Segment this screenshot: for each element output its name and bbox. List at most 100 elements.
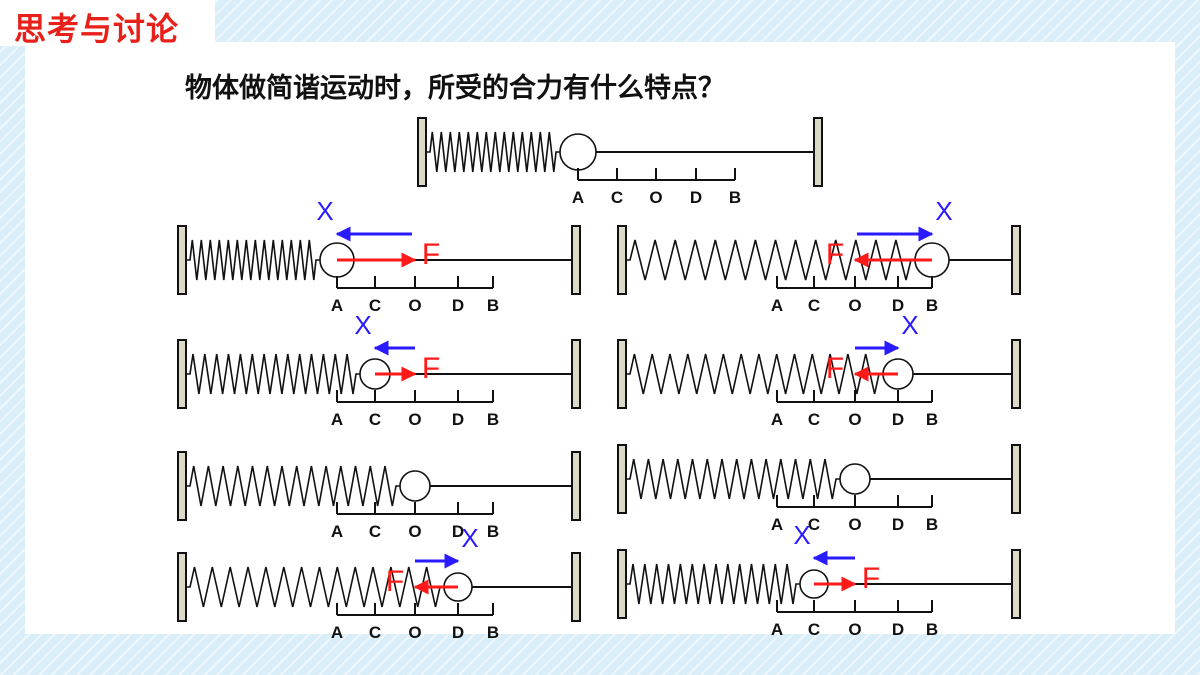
left-wall — [617, 444, 627, 514]
scale-label-d: D — [892, 296, 904, 315]
right-wall — [813, 117, 823, 187]
scale-label-o: O — [848, 296, 861, 315]
mass-ball — [839, 463, 871, 495]
scale-label-o: O — [408, 410, 421, 429]
scale-label-a: A — [771, 515, 783, 534]
spring-system-left-4: A C O D B F X — [177, 523, 581, 642]
scale-label-a: A — [331, 410, 343, 429]
scale-label-b: B — [487, 410, 499, 429]
force-label: F — [422, 352, 440, 385]
scale-label-d: D — [892, 410, 904, 429]
displacement-label: X — [354, 310, 371, 340]
scale-label-a: A — [331, 522, 343, 541]
displacement-label: X — [793, 520, 810, 550]
left-wall — [177, 225, 187, 295]
spring — [626, 458, 840, 500]
spring-system-left-2: A C O D B F X — [177, 310, 581, 429]
scale-label-d: D — [452, 623, 464, 642]
left-wall — [177, 552, 187, 622]
scale-label-b: B — [926, 410, 938, 429]
scale-label-d: D — [452, 522, 464, 541]
slide-background — [25, 42, 1175, 634]
displacement-label: X — [901, 310, 918, 340]
spring — [186, 353, 360, 395]
scale-label-d: D — [690, 188, 702, 207]
scale-label-d: D — [452, 296, 464, 315]
force-label: F — [826, 352, 844, 385]
scale-label-c: C — [369, 410, 381, 429]
right-wall — [1011, 549, 1021, 619]
spring — [626, 239, 915, 281]
displacement-label: X — [316, 196, 333, 226]
left-wall — [617, 549, 627, 619]
force-label: F — [386, 565, 404, 598]
question-text: 物体做简谐运动时，所受的合力有什么特点？ — [185, 73, 725, 104]
scale-label-o: O — [408, 522, 421, 541]
right-wall — [571, 451, 581, 521]
right-wall — [1011, 339, 1021, 409]
scale-label-a: A — [771, 620, 783, 639]
scale-label-c: C — [808, 410, 820, 429]
scale-label-a: A — [771, 296, 783, 315]
scale-label-c: C — [808, 296, 820, 315]
spring-system-right-2: A C O D B F X — [617, 310, 1021, 429]
left-wall — [617, 225, 627, 295]
spring-system-right-1: A C O D B F X — [617, 196, 1021, 315]
left-wall — [417, 117, 427, 187]
scale-label-d: D — [892, 620, 904, 639]
scale-label-o: O — [649, 188, 662, 207]
displacement-label: X — [935, 196, 952, 226]
force-label: F — [862, 562, 880, 595]
right-wall — [571, 339, 581, 409]
right-wall — [571, 225, 581, 295]
scale-label-a: A — [771, 410, 783, 429]
scale-label-b: B — [926, 296, 938, 315]
scale-label-o: O — [848, 515, 861, 534]
spring — [426, 131, 560, 173]
scale-label-b: B — [487, 296, 499, 315]
right-wall — [1011, 444, 1021, 514]
spring — [186, 566, 444, 608]
force-label: F — [826, 238, 844, 271]
slide-title: 思考与讨论 — [14, 10, 180, 48]
spring-system-left-1: A C O D B F X — [177, 196, 581, 315]
scale-label-a: A — [331, 296, 343, 315]
spring — [626, 353, 883, 395]
displacement-label: X — [461, 523, 478, 553]
scale-label-o: O — [408, 623, 421, 642]
mass-ball — [399, 470, 431, 502]
scale-label-c: C — [808, 515, 820, 534]
scale-label-a: A — [572, 188, 584, 207]
scale-label-b: B — [926, 620, 938, 639]
scale-label-b: B — [487, 623, 499, 642]
scale-label-b: B — [487, 522, 499, 541]
scale-label-o: O — [408, 296, 421, 315]
spring — [186, 239, 320, 281]
scale-label-c: C — [611, 188, 623, 207]
right-wall — [571, 552, 581, 622]
left-wall — [177, 451, 187, 521]
scale-label-c: C — [369, 296, 381, 315]
left-wall — [617, 339, 627, 409]
scale-label-o: O — [848, 410, 861, 429]
scale-label-d: D — [452, 410, 464, 429]
spring — [626, 563, 800, 605]
mass-ball — [559, 133, 597, 171]
scale-label-b: B — [729, 188, 741, 207]
right-wall — [1011, 225, 1021, 295]
force-label: F — [422, 238, 440, 271]
scale-label-d: D — [892, 515, 904, 534]
spring — [186, 465, 400, 507]
scale-label-c: C — [808, 620, 820, 639]
left-wall — [177, 339, 187, 409]
scale-label-c: C — [369, 623, 381, 642]
scale-label-a: A — [331, 623, 343, 642]
title-area: 思考与讨论 — [0, 0, 215, 48]
scale-label-b: B — [926, 515, 938, 534]
scale-label-c: C — [369, 522, 381, 541]
